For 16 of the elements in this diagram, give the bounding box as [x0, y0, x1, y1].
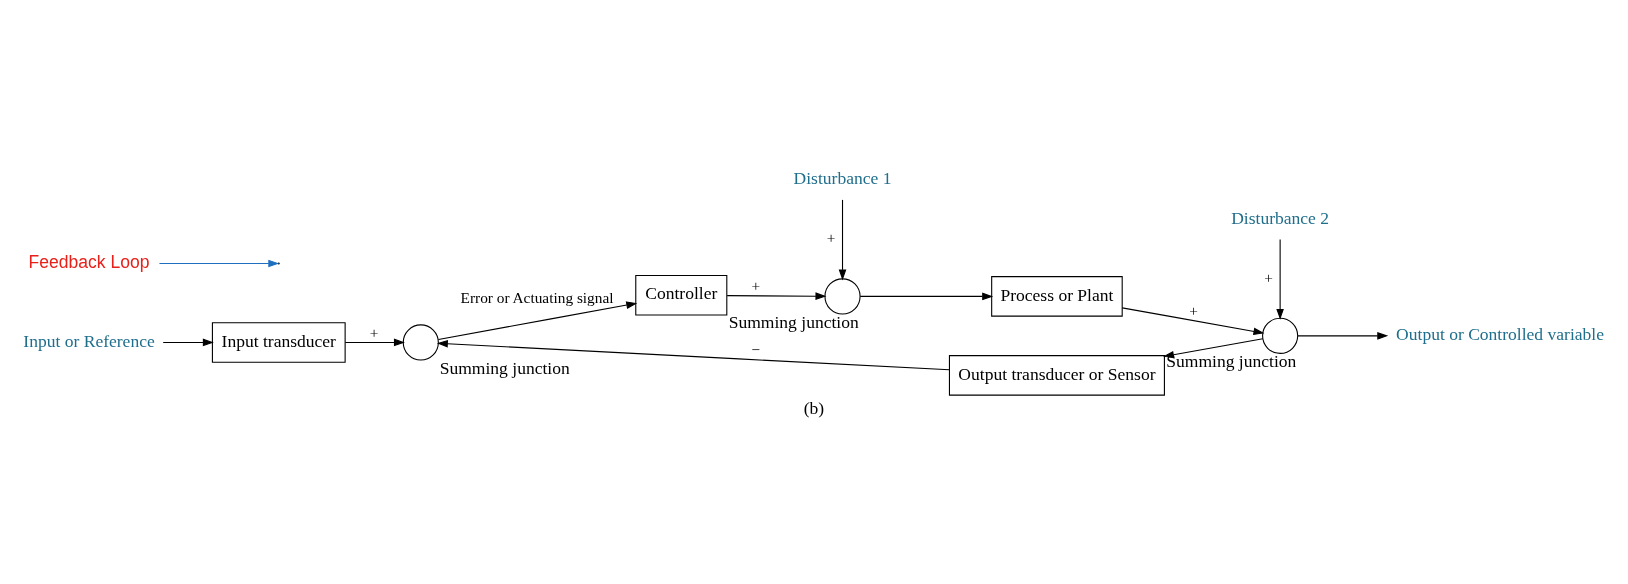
node-label: Summing junction: [728, 311, 859, 332]
node-text: Input or Reference: [23, 330, 155, 351]
node-text: Disturbance 1: [793, 168, 892, 189]
caption: (b): [803, 397, 825, 418]
edge-label: +: [751, 277, 761, 295]
node-label: Summing junction: [1166, 351, 1297, 372]
edge-label: −: [751, 340, 761, 358]
edge-label: +: [826, 229, 836, 247]
edge-label: +: [369, 324, 379, 342]
edge-label: Error or Actuating signal: [460, 289, 614, 307]
edge-label: +: [1264, 268, 1273, 286]
node-text: Disturbance 2: [1231, 207, 1330, 228]
node-label: Summing junction: [439, 358, 570, 379]
node-text: Feedback Loop: [28, 251, 150, 272]
edge-label: +: [1189, 302, 1198, 320]
node-text: Output or Controlled variable: [1396, 324, 1604, 345]
